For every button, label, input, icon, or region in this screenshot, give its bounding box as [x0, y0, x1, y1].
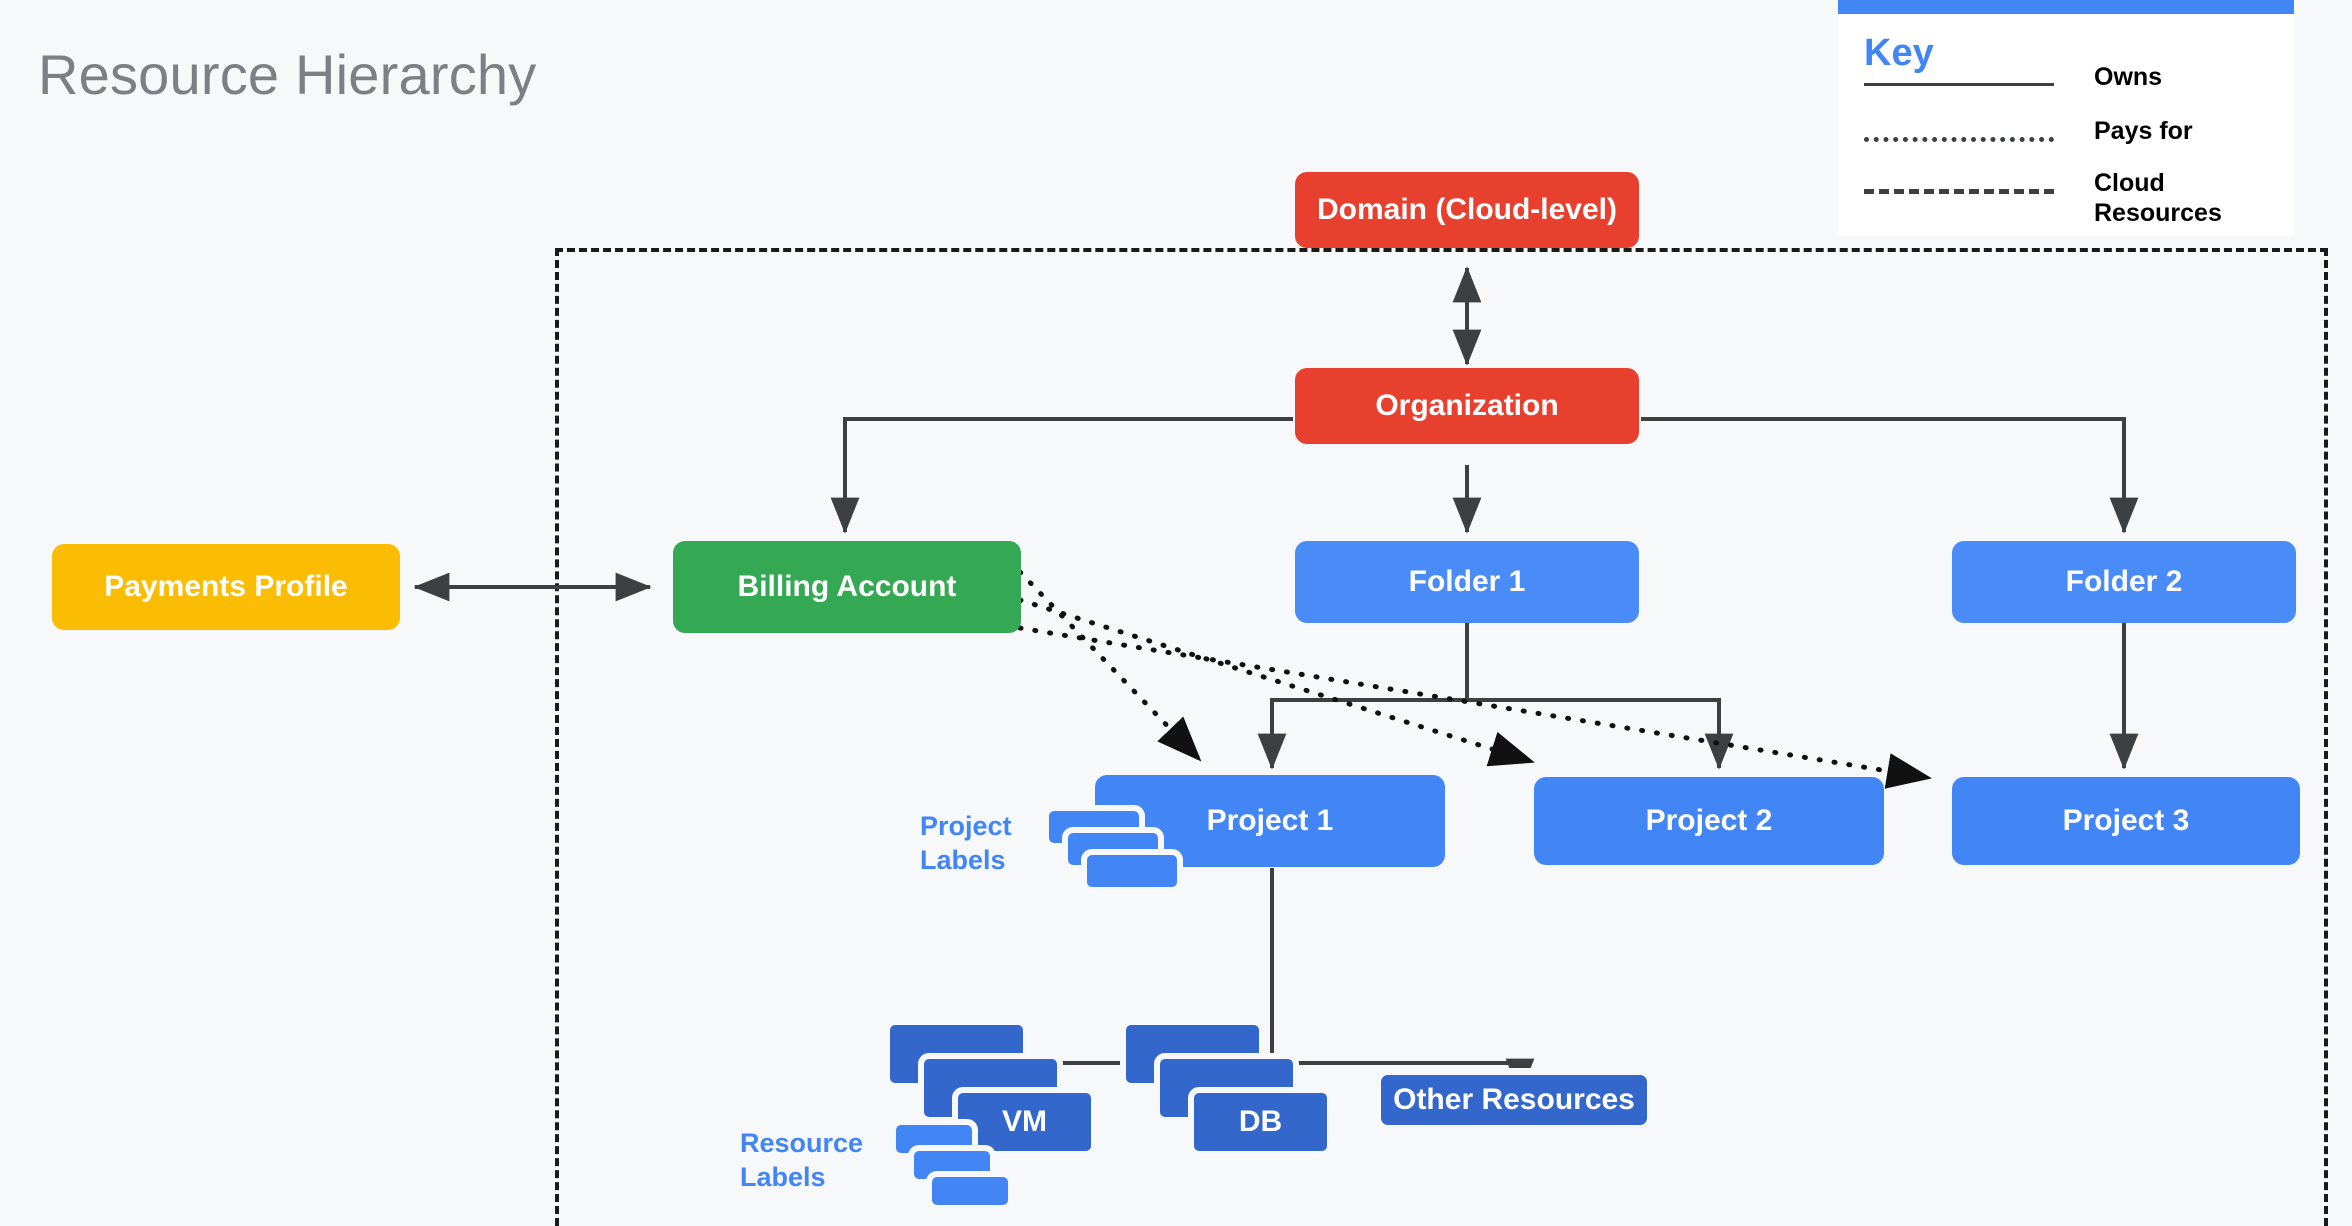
node-project-3[interactable]: Project 3 — [1952, 777, 2300, 865]
key-row-owns: Owns — [1838, 62, 2294, 108]
key-accent-bar — [1838, 0, 2294, 14]
resource-labels-stack — [890, 1119, 1040, 1219]
node-billing-account[interactable]: Billing Account — [673, 541, 1021, 633]
db-stack[interactable]: DB — [1120, 1019, 1350, 1169]
key-title: Key — [1864, 32, 1934, 74]
node-organization-label: Organization — [1375, 388, 1559, 422]
key-label-cloud-resources: Cloud Resources — [2094, 169, 2222, 227]
node-other-resources-label: Other Resources — [1393, 1082, 1635, 1116]
project-labels-caption: Project Labels — [920, 811, 1012, 875]
node-other-resources[interactable]: Other Resources — [1374, 1068, 1654, 1132]
key-panel: Key Owns Pays for Cloud Resources — [1838, 0, 2294, 236]
pays-for-line-icon — [1864, 137, 2054, 142]
node-project-2[interactable]: Project 2 — [1534, 777, 1884, 865]
node-organization[interactable]: Organization — [1295, 368, 1639, 444]
node-folder-1[interactable]: Folder 1 — [1295, 541, 1639, 623]
cloud-resources-boundary — [555, 248, 2328, 1226]
node-domain[interactable]: Domain (Cloud-level) — [1295, 172, 1639, 248]
vm-stack[interactable]: VM — [884, 1019, 1114, 1179]
page-title: Resource Hierarchy — [38, 43, 537, 106]
key-row-pays-for: Pays for — [1838, 116, 2294, 162]
key-label-owns: Owns — [2094, 63, 2163, 91]
node-project-1-label: Project 1 — [1206, 803, 1334, 837]
node-domain-label: Domain (Cloud-level) — [1316, 192, 1617, 226]
node-project-3-label: Project 3 — [2062, 803, 2190, 837]
node-project-2-label: Project 2 — [1645, 803, 1773, 837]
node-payments-profile-label: Payments Profile — [104, 569, 348, 603]
resource-label-card-3 — [926, 1171, 1014, 1211]
node-folder-2[interactable]: Folder 2 — [1952, 541, 2296, 623]
node-billing-account-label: Billing Account — [737, 569, 957, 603]
node-folder-2-label: Folder 2 — [2065, 564, 2183, 598]
key-label-pays-for: Pays for — [2094, 117, 2193, 145]
project-label-card-3 — [1081, 849, 1183, 893]
db-card-front: DB — [1188, 1087, 1333, 1157]
owns-line-icon — [1864, 83, 2054, 86]
node-db-label: DB — [1238, 1105, 1283, 1138]
project-labels-stack — [1043, 805, 1193, 895]
resource-labels-caption: Resource Labels — [740, 1128, 864, 1192]
key-row-cloud-resources: Cloud Resources — [1838, 168, 2294, 227]
node-vm-label: VM — [1002, 1105, 1047, 1138]
cloud-resources-line-icon — [1864, 189, 2054, 194]
node-payments-profile[interactable]: Payments Profile — [52, 544, 400, 630]
node-folder-1-label: Folder 1 — [1408, 564, 1526, 598]
